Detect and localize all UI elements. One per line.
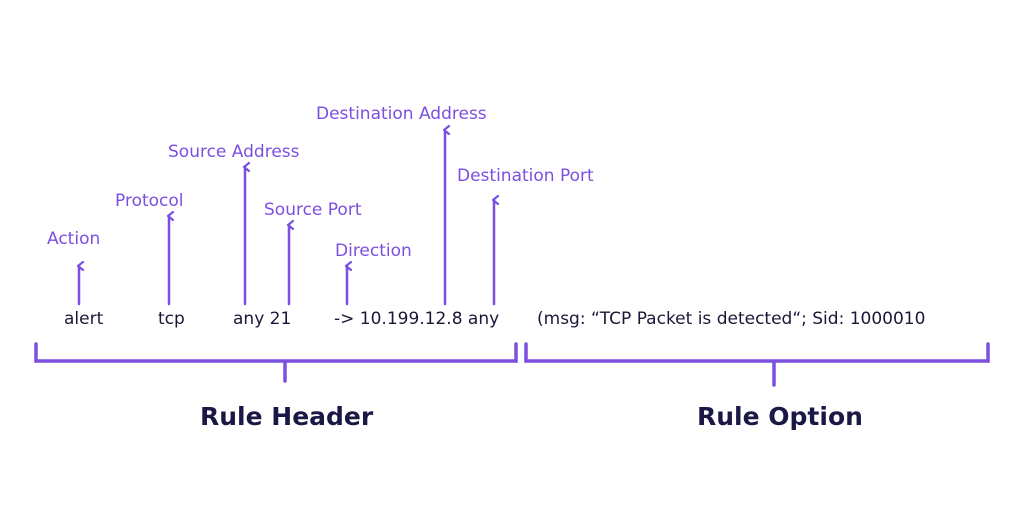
rule-option-title: Rule Option (697, 402, 863, 431)
protocol-label: Protocol (115, 191, 184, 211)
rule-destination-token: -> 10.199.12.8 any (334, 309, 500, 329)
action-label: Action (47, 229, 101, 249)
direction-label: Direction (335, 241, 412, 261)
rule-options-token: (msg: “TCP Packet is detected“; Sid: 100… (537, 309, 926, 329)
rule-option-bracket (524, 342, 990, 387)
destination-port-label: Destination Port (457, 166, 594, 186)
source-address-label: Source Address (168, 142, 300, 162)
source-port-label: Source Port (264, 200, 362, 220)
rule-action-token: alert (64, 309, 104, 329)
rule-protocol-token: tcp (158, 309, 185, 329)
rule-header-bracket (34, 342, 518, 383)
rule-source-token: any 21 (233, 309, 292, 329)
destination-address-label: Destination Address (316, 104, 487, 124)
rule-header-title: Rule Header (200, 402, 374, 431)
